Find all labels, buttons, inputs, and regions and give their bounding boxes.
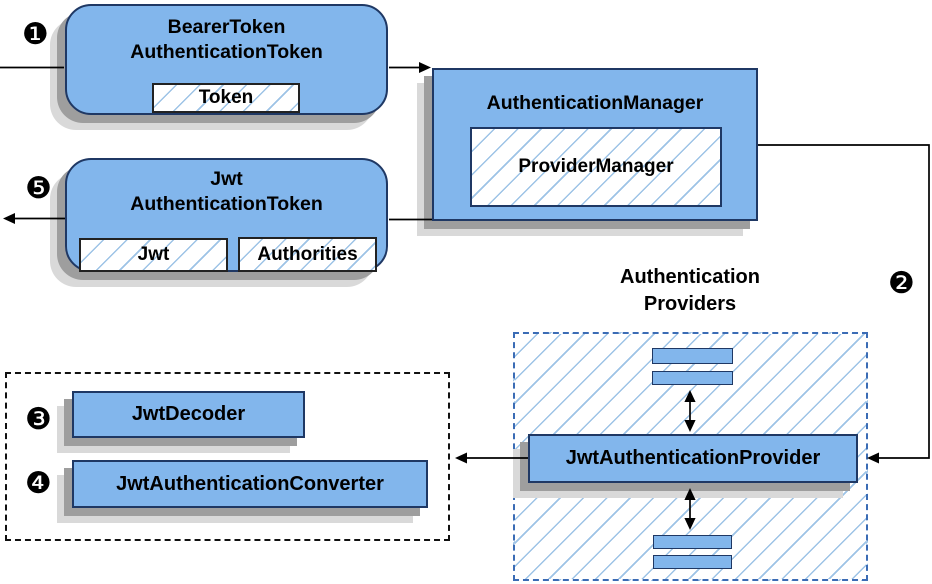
step-1-marker: ❶ <box>22 17 49 52</box>
jwt-authentication-converter-box: JwtAuthenticationConverter <box>72 460 428 508</box>
jwt-authentication-provider-box: JwtAuthenticationProvider <box>528 434 858 483</box>
authentication-providers-label-line1: Authentication <box>620 266 760 288</box>
authentication-manager-box: AuthenticationManager ProviderManager <box>432 68 758 221</box>
provider-manager-field: ProviderManager <box>470 127 722 207</box>
bearer-token-box-title: BearerToken AuthenticationToken <box>67 15 386 65</box>
bearer-token-title-line1: BearerToken <box>167 16 286 38</box>
authentication-providers-label: Authentication Providers <box>554 264 826 318</box>
provider-list-bar-bottom-2 <box>653 555 732 569</box>
bearer-token-title-line2: AuthenticationToken <box>130 41 323 63</box>
jwt-token-title-line2: AuthenticationToken <box>130 193 323 215</box>
authorities-field-label: Authorities <box>257 243 358 265</box>
jwt-token-box-title: Jwt AuthenticationToken <box>67 167 386 217</box>
jwt-authentication-provider-title: JwtAuthenticationProvider <box>565 447 821 469</box>
jwt-authentication-converter-title: JwtAuthenticationConverter <box>116 472 384 495</box>
jwt-authentication-token-box: Jwt AuthenticationToken Jwt Authorities <box>65 158 388 272</box>
provider-list-bar-top-2 <box>652 371 733 385</box>
provider-manager-field-label: ProviderManager <box>518 156 674 177</box>
arrowhead-provider-to-decodergroup <box>455 452 467 464</box>
step-4-marker: ❹ <box>25 466 52 501</box>
jwt-decoder-title: JwtDecoder <box>131 403 246 425</box>
step-5-marker: ❺ <box>25 171 52 206</box>
step-2-marker: ❷ <box>888 266 915 301</box>
authorities-field: Authorities <box>238 237 377 272</box>
authentication-manager-title: AuthenticationManager <box>486 92 704 114</box>
provider-list-bar-top-1 <box>652 348 733 364</box>
token-field: Token <box>152 83 300 113</box>
jwt-token-title-line1: Jwt <box>210 168 243 190</box>
provider-list-bar-bottom-1 <box>653 535 732 549</box>
jwt-field: Jwt <box>79 238 228 272</box>
bearer-token-authentication-token-box: BearerToken AuthenticationToken Token <box>65 4 388 115</box>
jwt-field-label: Jwt <box>137 244 170 265</box>
arrowhead-outgoing-result <box>3 213 15 224</box>
jwt-decoder-box: JwtDecoder <box>72 391 305 438</box>
step-3-marker: ❸ <box>25 402 52 437</box>
arrowhead-bearer-to-authmanager <box>419 62 431 73</box>
authentication-providers-label-line2: Providers <box>643 293 737 315</box>
arrowhead-authmanager-to-provider <box>867 452 879 464</box>
token-field-label: Token <box>198 87 254 108</box>
